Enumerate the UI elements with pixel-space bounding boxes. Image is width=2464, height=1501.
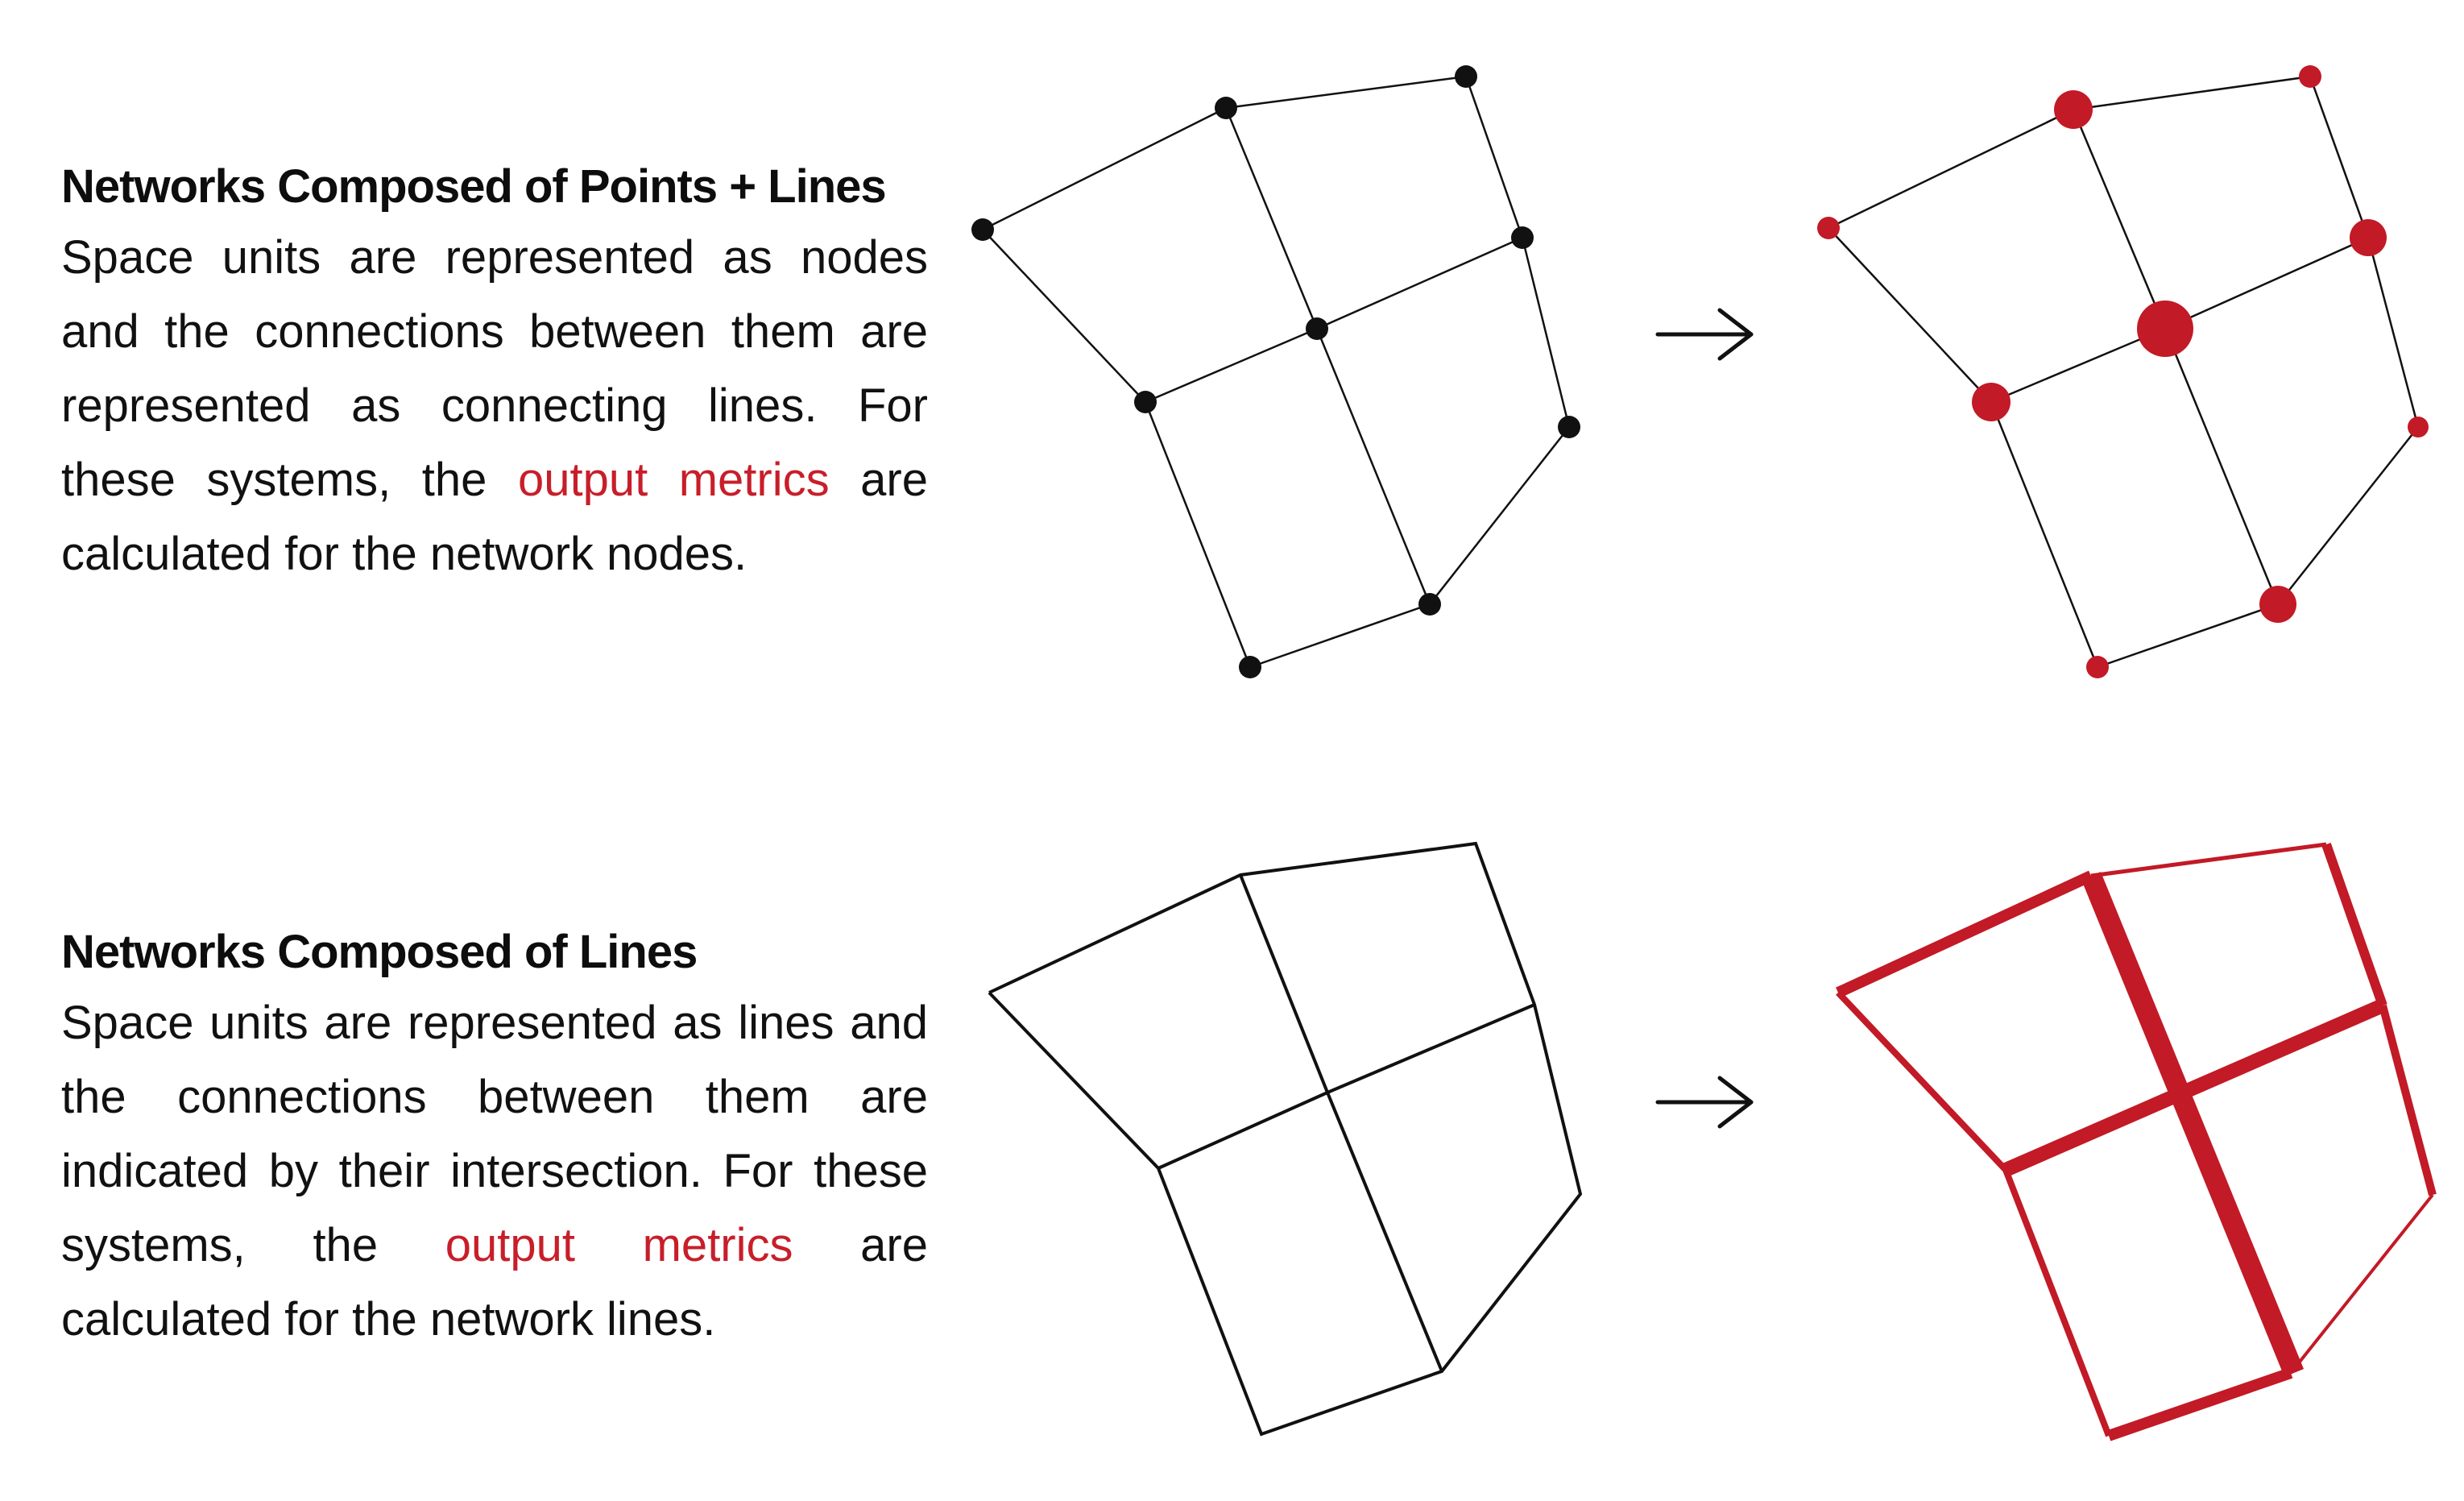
metric-node [2259, 586, 2296, 623]
network-edge [2367, 237, 2420, 428]
network-node [1134, 391, 1157, 413]
metric-line [2090, 842, 2327, 878]
description-text: Space units are represented as lines and… [61, 997, 928, 1271]
metric-line [2106, 1367, 2293, 1441]
output-metrics-highlight: output metrics [445, 1219, 793, 1271]
network-node [1511, 226, 1534, 249]
metric-node [2350, 219, 2387, 256]
metric-line [2002, 1168, 2112, 1437]
network-edge [2073, 75, 2311, 111]
network-line [1157, 1003, 1535, 1170]
section-title: Networks Composed of Lines [61, 926, 698, 978]
points-network-output-nodes [1817, 65, 2429, 678]
network-outline [988, 841, 1583, 1437]
network-edge [1144, 401, 1252, 668]
metric-node [1817, 217, 1840, 239]
network-node [1455, 65, 1477, 88]
network-edge [1316, 236, 1523, 330]
lines-network-input [988, 841, 1583, 1437]
metric-line [2321, 843, 2387, 1007]
metric-node [1972, 383, 2011, 421]
network-node [971, 218, 994, 241]
section-points-lines: Networks Composed of Points + Lines Spac… [61, 153, 928, 591]
metric-node [2408, 417, 2429, 437]
network-line [1239, 874, 1443, 1372]
lines-network-output [1836, 842, 2437, 1441]
network-edge [1429, 426, 1570, 605]
points-network-input [982, 75, 1571, 669]
arrow-right-icon [1655, 1076, 1754, 1129]
metric-node [2137, 301, 2193, 357]
arrow-right-icon [1655, 308, 1754, 361]
section-description: Space units are represented as lines and… [61, 986, 928, 1357]
metric-line [2289, 1193, 2434, 1375]
network-node [1239, 656, 1261, 678]
network-edge [1521, 237, 1571, 428]
section-lines: Networks Composed of Lines Space units a… [61, 918, 928, 1357]
network-edge [1145, 327, 1318, 404]
network-edge [1225, 75, 1467, 110]
network-node [1418, 593, 1441, 616]
network-edge [1990, 401, 2099, 668]
points-network-input-nodes [971, 65, 1580, 678]
network-edge [2164, 328, 2280, 605]
network-edge [1464, 76, 1524, 238]
network-edge [1828, 227, 1992, 403]
network-edge [2277, 426, 2419, 605]
output-metrics-highlight: output metrics [517, 454, 830, 506]
network-node [1558, 416, 1580, 438]
section-title: Networks Composed of Points + Lines [61, 160, 887, 213]
metric-line [2002, 998, 2386, 1177]
network-edge [2072, 109, 2167, 330]
network-edge [1828, 108, 2074, 230]
network-node [1215, 97, 1237, 119]
description-text: Space units are represented as nodes and… [61, 231, 928, 506]
points-network-output [1828, 75, 2420, 669]
network-edge [1990, 327, 2166, 404]
network-edge [1249, 603, 1431, 669]
metric-node [2299, 65, 2321, 88]
metric-line [1836, 990, 2008, 1172]
network-edge [982, 229, 1146, 403]
network-edge [2164, 236, 2369, 330]
network-edge [1315, 328, 1431, 605]
network-edge [2097, 603, 2279, 669]
description-text: are calculated for the network lines. [61, 1219, 928, 1346]
metric-node [2086, 656, 2109, 678]
section-description: Space units are represented as nodes and… [61, 221, 928, 591]
metric-line [1836, 870, 2093, 998]
network-edge [982, 106, 1227, 231]
metric-node [2054, 90, 2093, 129]
description-text: are calculated for the network nodes. [61, 454, 928, 580]
network-edge [2309, 76, 2370, 238]
network-node [1306, 317, 1328, 340]
metric-line [2379, 1004, 2437, 1196]
metric-line [2081, 872, 2305, 1377]
network-edge [1224, 107, 1319, 330]
